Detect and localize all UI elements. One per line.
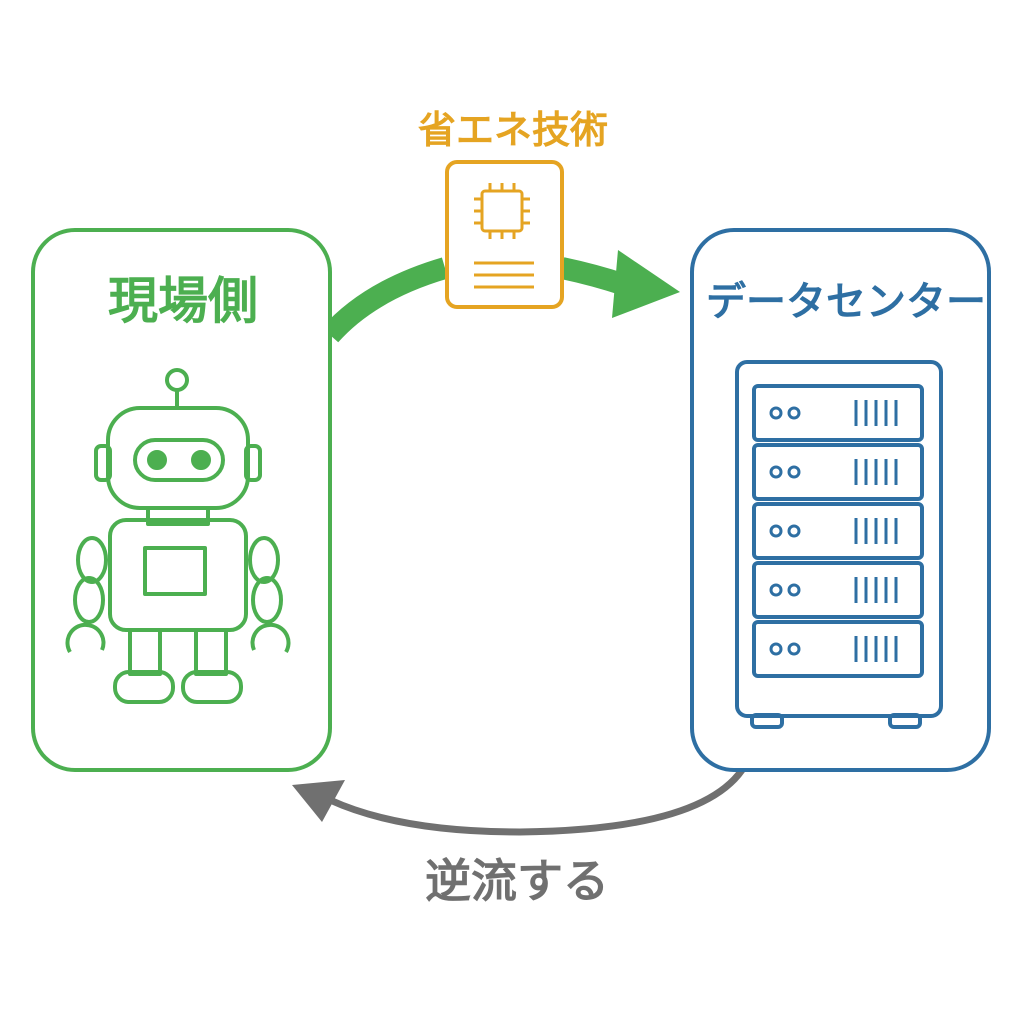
server-rack-icon — [735, 360, 943, 729]
tech-card-lines — [474, 261, 534, 289]
data-center-title: データセンター — [706, 279, 986, 325]
energy-saving-tech: 省エネ技術 — [418, 108, 608, 309]
robot-icon — [65, 368, 291, 704]
server-unit — [752, 561, 924, 619]
server-unit — [752, 443, 924, 501]
backflow-label: 逆流する — [425, 854, 609, 908]
energy-saving-tech-label: 省エネ技術 — [418, 108, 608, 152]
top-flow-arrow — [321, 250, 680, 343]
server-unit — [752, 620, 924, 678]
server-unit — [752, 502, 924, 560]
chip-icon — [474, 183, 530, 239]
field-side-title: 現場側 — [108, 272, 258, 330]
field-side-panel: 現場側 — [31, 228, 332, 772]
tech-card — [445, 160, 564, 309]
data-center-panel: データセンター — [690, 228, 991, 772]
server-unit — [752, 384, 924, 442]
server-unit-details — [769, 400, 898, 662]
bottom-flow-arrow — [292, 767, 745, 836]
